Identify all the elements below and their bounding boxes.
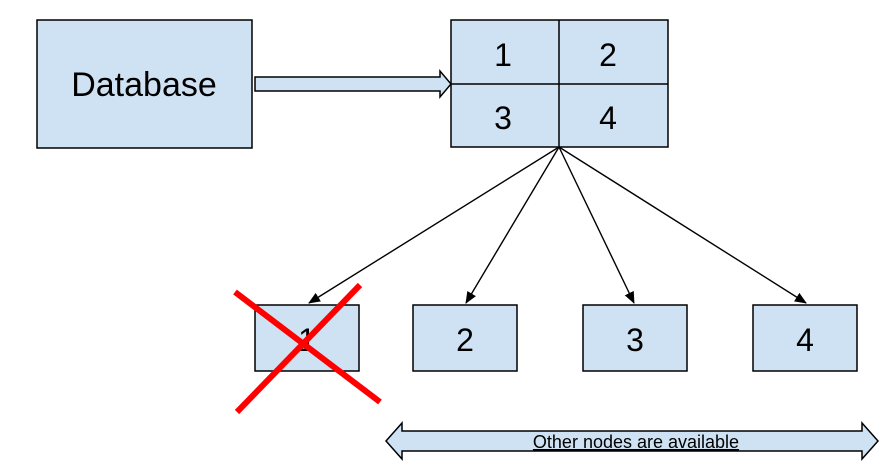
node-3-label: 3 [626,322,644,358]
grid-cell-3: 3 [494,100,512,136]
node-4-label: 4 [796,322,814,358]
node-1: 1 [254,304,360,372]
other-nodes-double-arrow [384,421,880,461]
node-2-label: 2 [456,322,474,358]
node-3: 3 [582,304,688,372]
node-4: 4 [752,304,858,372]
failed-node-cross-icon [233,282,382,415]
grid-cell-2: 2 [599,37,617,73]
database-to-grid-arrow [254,68,452,100]
database-box: Database [36,19,253,149]
connector-node-1 [308,146,560,304]
other-nodes-note: Other nodes are available [533,432,739,452]
partition-grid: 1 2 3 4 [450,19,669,148]
connector-node-3 [558,146,635,304]
connector-node-4 [558,146,807,304]
connector-node-2 [465,146,560,304]
grid-cell-4: 4 [599,100,617,136]
database-label: Database [71,66,217,104]
grid-cell-1: 1 [494,37,512,73]
node-2: 2 [412,304,518,372]
